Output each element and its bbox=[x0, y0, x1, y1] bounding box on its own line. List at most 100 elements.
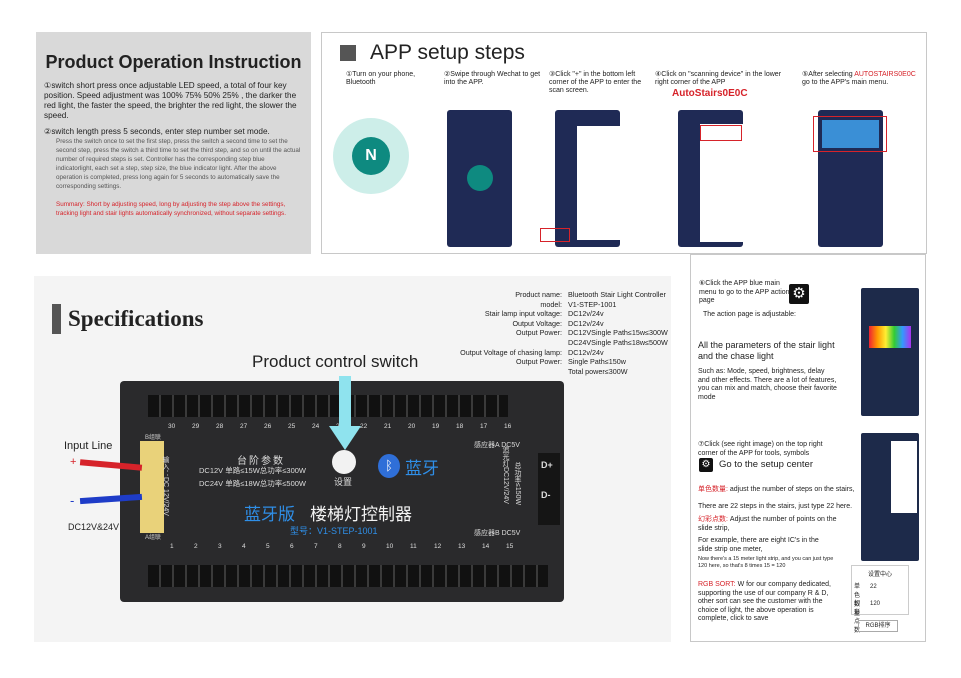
spec-value: DC24VSingle Path≤18w≤500W bbox=[568, 338, 668, 347]
device-d-plus: D+ bbox=[541, 460, 553, 470]
plus-highlight-box bbox=[540, 228, 570, 242]
device-group-b: B组联 bbox=[145, 435, 162, 441]
settings-gear-icon: ⚙ bbox=[699, 458, 713, 472]
phone-screenshot-scan bbox=[555, 110, 620, 247]
single-desc: adjust the number of steps on the stairs… bbox=[729, 486, 855, 493]
specifications-title: Specifications bbox=[68, 306, 204, 331]
operation-item-2: ②switch length press 5 seconds, enter st… bbox=[44, 127, 270, 136]
top-terminal-number: 16 bbox=[504, 423, 512, 430]
bottom-terminal-number: 6 bbox=[290, 543, 294, 550]
right-connector bbox=[538, 453, 560, 525]
spec-key: Stair lamp input voltage: bbox=[484, 309, 562, 319]
app-step-5-device: AUTOSTAIRS0E0C bbox=[854, 71, 916, 78]
rgb-label: RGB SORT: bbox=[698, 581, 736, 588]
such-as-text: Such as: Mode, speed, brightness, delay … bbox=[698, 368, 837, 401]
spec-value: DC12v/24v bbox=[568, 309, 604, 319]
top-terminal-number: 22 bbox=[360, 423, 368, 430]
spec-key: Output Power: bbox=[516, 328, 562, 338]
magic-desc: Adjust the number of points on the slide… bbox=[698, 516, 837, 532]
bottom-terminal-number: 14 bbox=[482, 543, 490, 550]
settings-center-title: 设置中心 bbox=[868, 572, 893, 578]
device-params-line-1: DC12V 单路≤15W总功率≤300W bbox=[199, 466, 307, 475]
top-terminal-number: 19 bbox=[432, 423, 440, 430]
input-connector bbox=[140, 441, 164, 533]
top-terminal-number: 26 bbox=[264, 423, 272, 430]
bottom-terminal-number: 1 bbox=[170, 543, 174, 550]
bottom-terminal-number: 12 bbox=[434, 543, 442, 550]
switch-arrow bbox=[339, 376, 351, 428]
device-chase-power: 总功率≤150W bbox=[514, 462, 521, 506]
device-list-sheet bbox=[700, 124, 743, 242]
app-step-3: ③Click "+" in the bottom left corner of … bbox=[549, 71, 642, 94]
specifications-header: Specifications bbox=[52, 304, 203, 334]
product-control-switch-button bbox=[332, 450, 356, 474]
rgb-sort-button: RGB排序 bbox=[858, 620, 898, 632]
spec-value: DC12VSingle Path≤15w≤300W bbox=[568, 328, 668, 338]
magic-qty-label: 幻彩点数 bbox=[854, 601, 861, 634]
app-step-4: ④Click on "scanning device" in the lower… bbox=[655, 71, 782, 86]
product-operation-panel: Product Operation Instruction ①switch sh… bbox=[36, 32, 311, 254]
top-terminal-number: 30 bbox=[168, 423, 176, 430]
device-name-white: 楼梯灯控制器 bbox=[310, 505, 412, 524]
spec-key: Output Voltage of chasing lamp: bbox=[460, 347, 562, 357]
bottom-terminal-number: 4 bbox=[242, 543, 246, 550]
bottom-terminal-number: 5 bbox=[266, 543, 270, 550]
top-terminal-number: 28 bbox=[216, 423, 224, 430]
settings-menu bbox=[891, 441, 917, 513]
top-terminal-number: 25 bbox=[288, 423, 296, 430]
operation-title: Product Operation Instruction bbox=[45, 52, 302, 72]
top-terminal-number: 29 bbox=[192, 423, 200, 430]
device-params-title: 台阶参数 bbox=[237, 456, 285, 467]
all-params-text: All the parameters of the stair light an… bbox=[698, 340, 835, 361]
step-6-text: ⑥Click the APP blue main menu to go to t… bbox=[699, 280, 790, 304]
phone-screenshot-scanning-device bbox=[678, 110, 743, 247]
single-qty-label: 单色数量 bbox=[854, 584, 861, 617]
app-launch-logo-icon bbox=[467, 165, 493, 191]
phone-screenshot-app-launch bbox=[447, 110, 512, 247]
magic-label: 幻彩点数: bbox=[698, 516, 728, 523]
bottom-terminal-number: 13 bbox=[458, 543, 466, 550]
bottom-terminal-number: 9 bbox=[362, 543, 366, 550]
app-step-5-pre: ⑤After selecting bbox=[802, 71, 855, 78]
app-step-4-device: AutoStairs0E0C bbox=[672, 88, 748, 99]
device-sensor-a: 感应器A DC5V bbox=[474, 442, 520, 449]
spec-key: Product name: bbox=[515, 290, 562, 299]
color-palette bbox=[869, 326, 911, 348]
bottom-terminal-number: 15 bbox=[506, 543, 514, 550]
main-menu-card bbox=[822, 120, 879, 148]
device-input-label: 输入：DC 12V/24V bbox=[162, 456, 169, 516]
device-chase-label: 追光灯DC12V/24V bbox=[502, 446, 509, 504]
top-terminal-number: 27 bbox=[240, 423, 248, 430]
operation-summary: Summary: Short by adjusting speed, long … bbox=[56, 201, 286, 217]
bluetooth-icon: ᛒ bbox=[378, 454, 400, 478]
control-switch-label: Product control switch bbox=[252, 352, 419, 371]
device-group-a: A组联 bbox=[145, 535, 162, 541]
gear-icon: ⚙ bbox=[789, 284, 809, 304]
bottom-terminal-number: 3 bbox=[218, 543, 222, 550]
voltage-label: DC12V&24V bbox=[68, 522, 120, 532]
phone-screenshot-settings bbox=[861, 433, 919, 561]
bottom-terminal-number: 8 bbox=[338, 543, 342, 550]
device-bt-brand: 蓝牙 bbox=[405, 459, 439, 478]
spec-key: Output Voltage: bbox=[512, 318, 562, 328]
plus-sign: + bbox=[70, 456, 77, 468]
spec-value: V1-STEP-1001 bbox=[568, 299, 617, 309]
rgb-desc: W for our company dedicated, supporting … bbox=[698, 581, 831, 622]
step-7-text: ⑦Click (see right image) on the top righ… bbox=[698, 441, 823, 457]
bottom-terminal-number: 10 bbox=[386, 543, 394, 550]
adjustable-text: The action page is adjustable: bbox=[703, 311, 797, 318]
phone-screenshot-main-menu bbox=[818, 110, 883, 247]
top-terminal-number: 18 bbox=[456, 423, 464, 430]
scan-sheet bbox=[577, 126, 620, 240]
input-line-label: Input Line bbox=[64, 440, 113, 452]
title-bar bbox=[52, 304, 61, 334]
operation-item-1: ①switch short press once adjustable LED … bbox=[44, 81, 297, 120]
device-name-blue: 蓝牙版 bbox=[244, 505, 295, 524]
single-label: 单色数量: bbox=[698, 486, 728, 493]
example-120-text: Now there's a 15 meter light strip, and … bbox=[698, 556, 834, 569]
app-setup-title: APP setup steps bbox=[370, 41, 525, 64]
top-terminal-number: 21 bbox=[384, 423, 392, 430]
minus-sign: - bbox=[70, 493, 75, 508]
top-terminal-number: 17 bbox=[480, 423, 488, 430]
operation-item-2-detail: Press the switch once to set the first s… bbox=[56, 138, 301, 190]
